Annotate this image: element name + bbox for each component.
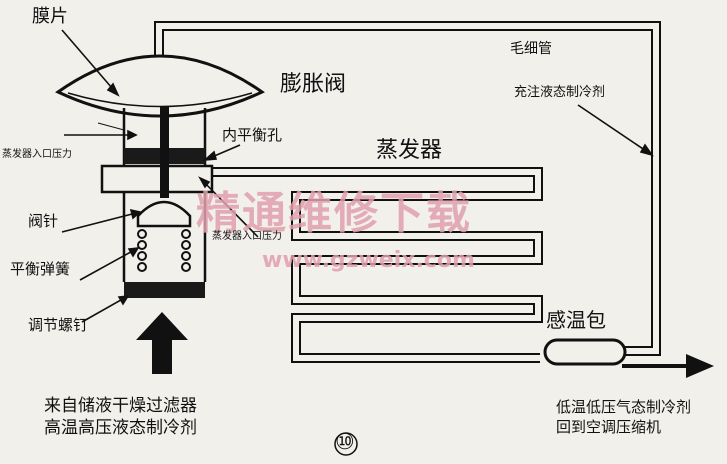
label-evaporator-inlet-pressure-side: 蒸发器入口压力 (212, 231, 282, 242)
label-outlet-note-line1: 低温低压气态制冷剂 (556, 398, 692, 416)
leader-arrows (61, 29, 654, 323)
label-valve-needle: 阀针 (28, 212, 59, 230)
spring-housing (122, 192, 207, 298)
inlet-arrow (136, 312, 188, 374)
label-balance-spring: 平衡弹簧 (10, 260, 71, 278)
sensing-bulb (543, 338, 627, 366)
label-outlet-note-line2: 回到空调压缩机 (556, 418, 662, 436)
valve-needle-shape (136, 200, 192, 228)
label-sensing-bulb: 感温包 (546, 308, 606, 332)
valve-seat-block (100, 164, 214, 194)
label-expansion-valve: 膨胀阀 (280, 72, 347, 97)
evaporator-coil (205, 167, 543, 363)
label-diaphragm: 膜片 (32, 6, 68, 27)
label-inlet-note-line2: 高温高压液态制冷剂 (44, 418, 197, 438)
label-internal-balance-hole: 内平衡孔 (222, 126, 283, 144)
figure-number-circle (334, 432, 358, 456)
label-charged-refrigerant: 充注液态制冷剂 (514, 85, 606, 100)
watermark-url: www.gzweix.com (262, 248, 475, 273)
valve-stem (160, 106, 169, 198)
label-inlet-note-line1: 来自储液干燥过滤器 (44, 396, 197, 416)
capillary-tube (154, 21, 661, 356)
label-figure-number: ⑩ (335, 430, 355, 455)
balance-spring-coil (137, 229, 191, 272)
label-evaporator-inlet-pressure-top: 蒸发器入口压力 (2, 149, 72, 160)
label-evaporator: 蒸发器 (376, 138, 443, 163)
label-adjusting-screw: 调节螺钉 (28, 316, 89, 334)
outlet-arrow (622, 354, 714, 378)
watermark-title: 精通维修下载 (196, 188, 472, 239)
label-capillary-tube: 毛细管 (510, 41, 552, 57)
